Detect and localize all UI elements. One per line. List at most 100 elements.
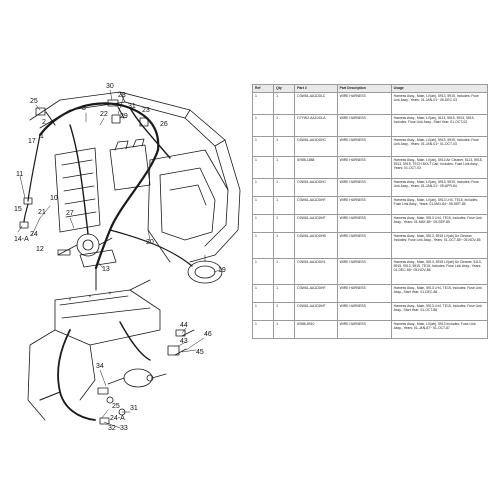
cell-usage: Harness Assy., Main, LV(ab), 5913, 5915,…	[390, 92, 489, 115]
cell-part-number: D3W61-AA1DDHF	[294, 284, 338, 303]
cell-part-description: WIRE HARNESS	[336, 320, 392, 339]
callout-label: 22	[100, 111, 108, 118]
cell-part-description: WIRE HARNESS	[336, 156, 392, 179]
callout-label: 45	[196, 349, 204, 356]
callout-label: 12	[36, 246, 44, 253]
cell-ref: 1	[251, 214, 275, 233]
cell-qty: 1	[273, 302, 296, 321]
wiring-diagram-drawing: 30 28 29 31 23 25 3 22 26 2 17 1 21 11 1…	[14, 83, 241, 432]
callout-label: 28	[118, 92, 126, 99]
callout-label: 25	[30, 98, 38, 105]
column-header-usage: Usage	[390, 84, 489, 93]
cell-qty: 1	[273, 156, 296, 179]
cell-part-description: WIRE HARNESS	[336, 258, 392, 285]
cell-qty: 1	[273, 114, 296, 137]
cell-part-description: WIRE HARNESS	[336, 284, 392, 303]
cell-ref: 1	[251, 232, 275, 259]
cell-ref: 1	[251, 136, 275, 157]
cell-ref: 1	[251, 196, 275, 215]
cell-usage: Harness Assy., Main, LV(ab), 5913 Air Cl…	[390, 156, 489, 179]
cell-part-number: D3W61-AA1DDHC	[294, 136, 338, 157]
callout-label: 19	[218, 267, 226, 274]
callout-label: 31	[130, 405, 138, 412]
cell-usage: Harness Assy., Main, LV(ab), 5913 Includ…	[390, 320, 489, 339]
column-header-qty: Qty	[273, 84, 296, 93]
callout-label: 20	[146, 239, 154, 246]
callout-label: 30	[106, 83, 114, 90]
cell-part-description: WIRE HARNESS	[336, 196, 392, 215]
callout-label: 15	[14, 206, 22, 213]
cell-usage: Harness Assy., Main, 5913 LH4, TE15, Inc…	[390, 214, 489, 233]
cell-part-description: WIRE HARNESS	[336, 214, 392, 233]
column-header-part-number: Part #	[294, 84, 338, 93]
callout-label: 25	[112, 403, 120, 410]
cell-qty: 1	[273, 258, 296, 285]
cell-usage: Harness Assy., Main, 5913 LH4, TE15, Inc…	[390, 284, 489, 303]
cell-qty: 1	[273, 284, 296, 303]
callout-label: 34	[96, 363, 104, 370]
callout-label: 14-A	[14, 236, 29, 243]
callout-label: 11	[16, 171, 23, 178]
column-header-ref: Ref	[251, 84, 275, 93]
cell-ref: 1	[251, 302, 275, 321]
cell-part-description: WIRE HARNESS	[336, 92, 392, 115]
callout-label: 3	[82, 105, 86, 112]
callout-label: 23	[142, 107, 150, 114]
cell-usage: Harness Assy., Main, LV(ab), 5913, 5915,…	[390, 136, 489, 157]
cell-ref: 1	[251, 156, 275, 179]
cell-usage: Harness Assy., Main, LV(ab), 5913 LH4, T…	[390, 196, 489, 215]
callout-label: 24-A	[110, 415, 125, 422]
cell-qty: 1	[273, 136, 296, 157]
callout-label: 13	[102, 266, 110, 273]
callout-label: 32	[108, 425, 116, 432]
cell-ref: 1	[251, 258, 275, 285]
callout-label: 46	[204, 331, 212, 338]
cell-qty: 1	[273, 196, 296, 215]
callout-label: 21	[38, 209, 46, 216]
cell-usage: Harness Assy., Main, 5913 LH4, TE15, Inc…	[390, 302, 489, 321]
cell-part-number: D3W61-AA1DDHF	[294, 302, 338, 321]
callout-label: 33	[120, 425, 128, 432]
column-header-part-description: Part Description	[336, 84, 392, 93]
callout-labels: 30 28 29 31 23 25 3 22 26 2 17 1 21 11 1…	[14, 83, 226, 432]
callout-label: 2	[42, 119, 46, 126]
cell-usage: Harness Assy., Main, LV(ab), 5113, 5915,…	[390, 114, 489, 137]
callout-label: 31	[128, 103, 136, 110]
cell-qty: 1	[273, 232, 296, 259]
cell-part-number: D3W61-AA1DDLC	[294, 92, 338, 115]
cell-part-number: D3W61-AA1DDHF	[294, 196, 338, 215]
callout-label: 27	[66, 210, 74, 217]
cell-usage: Harness Assy., Main, 5913, 5915 LV(ab) A…	[390, 258, 489, 285]
cell-part-description: WIRE HARNESS	[336, 232, 392, 259]
cell-part-number: D3W61-AA1DDHF	[294, 214, 338, 233]
callout-label: 24	[30, 231, 38, 238]
cell-part-description: WIRE HARNESS	[336, 178, 392, 197]
cell-part-number: 6/986-8910	[294, 320, 338, 339]
callout-label: 29	[120, 113, 128, 120]
cell-ref: 1	[251, 92, 275, 115]
cell-part-description: WIRE HARNESS	[336, 136, 392, 157]
cell-qty: 1	[273, 214, 296, 233]
cell-ref: 1	[251, 178, 275, 197]
cell-qty: 1	[273, 320, 296, 339]
cell-ref: 1	[251, 284, 275, 303]
cell-ref: 1	[251, 320, 275, 339]
cell-ref: 1	[251, 114, 275, 137]
cell-part-number: 6/986-1888	[294, 156, 338, 179]
callout-label: 43	[180, 338, 188, 345]
cell-part-description: WIRE HARNESS	[336, 114, 392, 137]
cell-part-number: D7YW2-AA1DDLA	[294, 114, 338, 137]
cell-part-number: D3W61-AA1DDHB	[294, 232, 338, 259]
